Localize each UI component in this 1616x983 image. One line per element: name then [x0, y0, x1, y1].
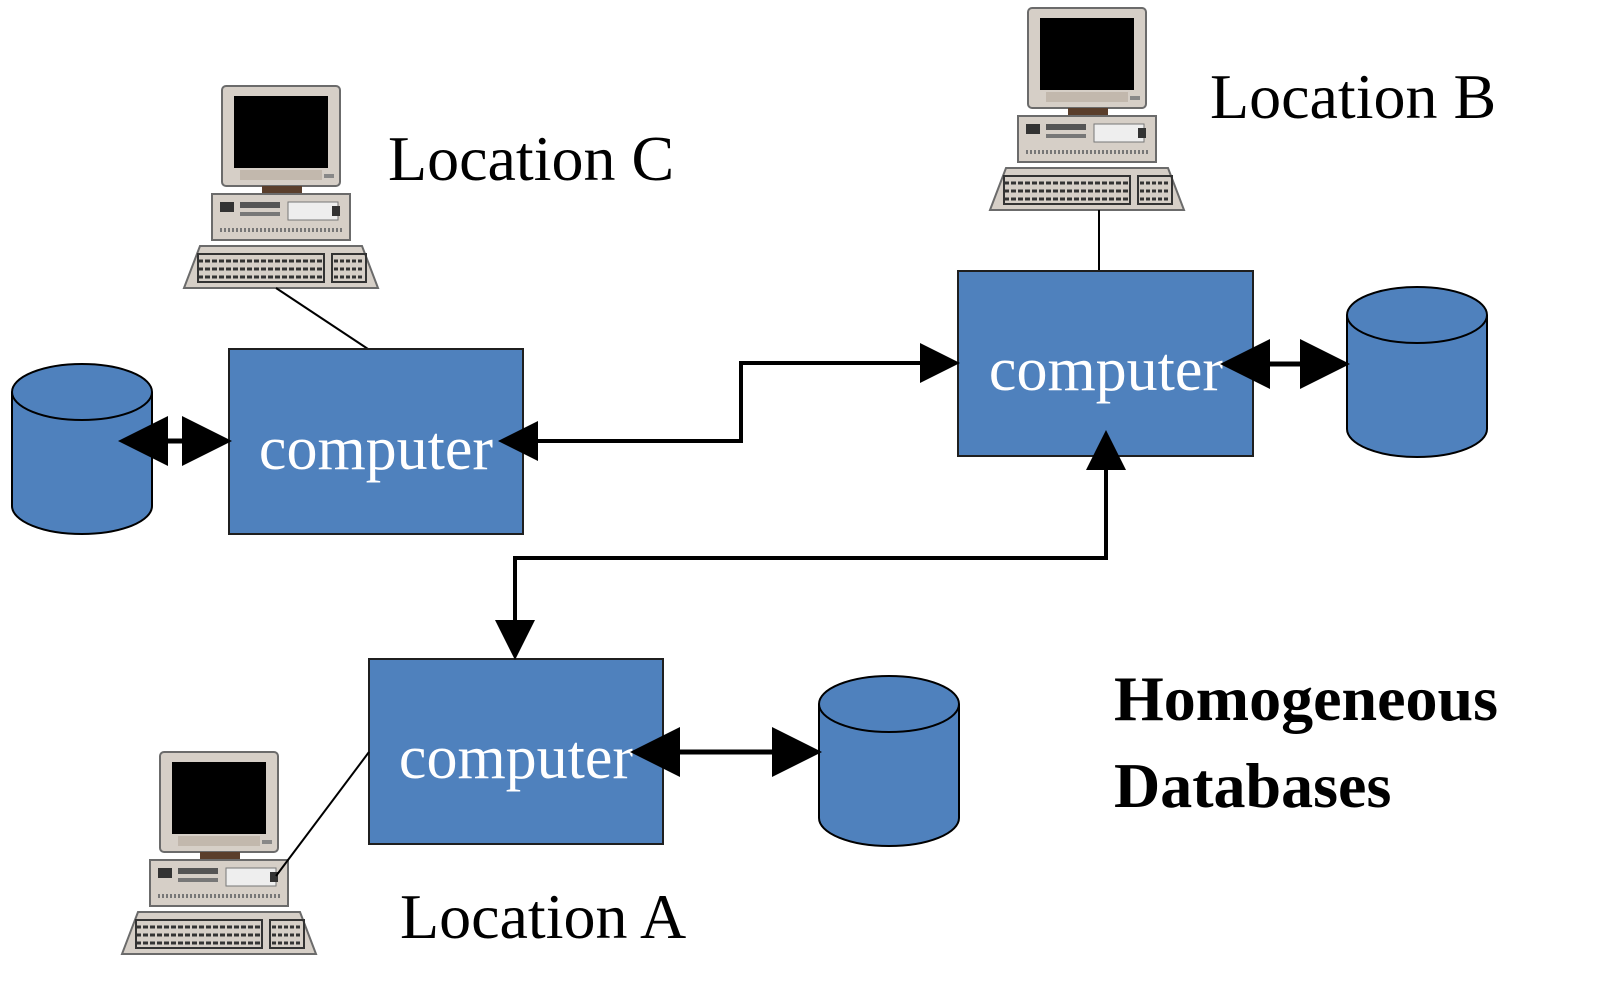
location-b-group: Location B computer — [957, 6, 1496, 458]
database-cylinder-icon — [1346, 286, 1488, 458]
database-cylinder-icon — [818, 675, 960, 847]
computer-node-b-label: computer — [989, 336, 1223, 404]
computer-node-b — [957, 270, 1254, 457]
computer-node-c-label: computer — [259, 415, 493, 483]
workstation-link-c — [275, 287, 369, 350]
location-a-label: Location A — [400, 881, 686, 952]
link-c-to-b — [498, 343, 960, 461]
computer-node-a-label: computer — [399, 724, 633, 792]
computer-node-c — [228, 348, 524, 535]
link-b-to-a — [495, 430, 1126, 660]
location-b-label: Location B — [1210, 61, 1496, 132]
computer-workstation-icon — [988, 6, 1186, 212]
location-c-group: Location C computer — [11, 84, 674, 535]
computer-node-a — [368, 658, 664, 845]
location-c-label: Location C — [388, 123, 674, 194]
location-a-group: computer Location A — [120, 658, 960, 956]
caption-line-1: Homogeneous — [1114, 663, 1498, 734]
workstation-link-a — [275, 751, 370, 877]
computer-workstation-icon — [120, 750, 318, 956]
computer-workstation-icon — [182, 84, 380, 290]
database-cylinder-icon — [11, 363, 153, 535]
caption-line-2: Databases — [1114, 750, 1391, 821]
